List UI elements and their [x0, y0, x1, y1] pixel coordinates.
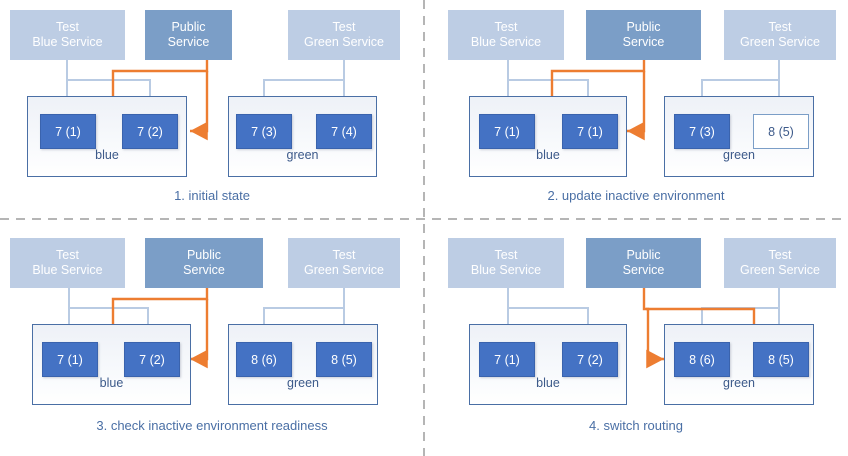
instance-green-1[interactable]: 8 (6): [674, 342, 730, 377]
instance-blue-2[interactable]: 7 (2): [124, 342, 180, 377]
service-public-line1: Public: [626, 248, 661, 263]
panel-4: Test Blue Service Public Service Test Gr…: [424, 228, 848, 456]
instance-blue-1[interactable]: 7 (1): [479, 114, 535, 149]
instance-green-2[interactable]: 8 (5): [753, 114, 809, 149]
panel-1-caption: 1. initial state: [174, 188, 250, 203]
environment-blue-label: blue: [95, 148, 119, 162]
service-test-blue[interactable]: Test Blue Service: [10, 238, 125, 288]
service-public[interactable]: Public Service: [145, 238, 263, 288]
instance-blue-1[interactable]: 7 (1): [42, 342, 98, 377]
service-test-blue[interactable]: Test Blue Service: [10, 10, 125, 60]
environment-green-label: green: [723, 148, 755, 162]
service-test-blue-line1: Test: [56, 248, 79, 263]
instance-green-1[interactable]: 8 (6): [236, 342, 292, 377]
environment-green-label: green: [286, 148, 319, 162]
instance-green-2[interactable]: 7 (4): [316, 114, 372, 149]
panel-3-caption: 3. check inactive environment readiness: [96, 418, 328, 433]
service-public-line1: Public: [171, 20, 206, 35]
instance-blue-1[interactable]: 7 (1): [479, 342, 535, 377]
service-public-line1: Public: [186, 248, 222, 263]
panel-2: Test Blue Service Public Service Test Gr…: [424, 0, 848, 228]
instance-green-1[interactable]: 7 (3): [236, 114, 292, 149]
instance-green-1[interactable]: 7 (3): [674, 114, 730, 149]
instance-blue-2[interactable]: 7 (2): [122, 114, 178, 149]
instance-blue-2[interactable]: 7 (1): [562, 114, 618, 149]
panel-1: Test Blue Service Public Service Test Gr…: [0, 0, 424, 228]
service-test-green-line1: Test: [332, 20, 356, 35]
service-test-blue-line2: Blue Service: [470, 35, 542, 49]
service-test-blue-line2: Blue Service: [32, 35, 103, 49]
service-test-green[interactable]: Test Green Service: [724, 10, 836, 60]
service-test-blue[interactable]: Test Blue Service: [448, 10, 564, 60]
service-test-blue-line1: Test: [56, 20, 79, 35]
environment-green-label: green: [723, 376, 755, 390]
service-test-green[interactable]: Test Green Service: [288, 10, 400, 60]
service-test-blue-line1: Test: [494, 20, 518, 35]
service-public-line2: Service: [622, 35, 665, 49]
service-test-green-line2: Green Service: [740, 35, 820, 49]
service-test-blue-line2: Blue Service: [470, 263, 542, 277]
service-test-blue[interactable]: Test Blue Service: [448, 238, 564, 288]
instance-green-2[interactable]: 8 (5): [316, 342, 372, 377]
service-test-green-line1: Test: [768, 20, 792, 35]
instance-blue-1[interactable]: 7 (1): [40, 114, 96, 149]
service-public-line1: Public: [626, 20, 661, 35]
service-test-green[interactable]: Test Green Service: [288, 238, 400, 288]
service-test-green-line1: Test: [332, 248, 356, 263]
instance-green-2[interactable]: 8 (5): [753, 342, 809, 377]
service-test-blue-line2: Blue Service: [32, 263, 103, 277]
environment-blue-label: blue: [536, 148, 560, 162]
service-test-green-line2: Green Service: [304, 263, 384, 277]
service-public[interactable]: Public Service: [586, 10, 701, 60]
environment-blue-label: blue: [99, 376, 124, 390]
environment-blue-label: blue: [536, 376, 560, 390]
service-test-green-line2: Green Service: [304, 35, 384, 49]
service-test-blue-line1: Test: [494, 248, 518, 263]
service-public-line2: Service: [183, 263, 225, 277]
panel-3: Test Blue Service Public Service Test Gr…: [0, 228, 424, 456]
panel-4-caption: 4. switch routing: [589, 418, 683, 433]
service-public[interactable]: Public Service: [145, 10, 232, 60]
service-public-line2: Service: [622, 263, 665, 277]
service-test-green[interactable]: Test Green Service: [724, 238, 836, 288]
service-test-green-line2: Green Service: [740, 263, 820, 277]
instance-blue-2[interactable]: 7 (2): [562, 342, 618, 377]
panel-2-caption: 2. update inactive environment: [547, 188, 725, 203]
service-public-line2: Service: [167, 35, 210, 49]
service-test-green-line1: Test: [768, 248, 792, 263]
environment-green-label: green: [287, 376, 319, 390]
service-public[interactable]: Public Service: [586, 238, 701, 288]
